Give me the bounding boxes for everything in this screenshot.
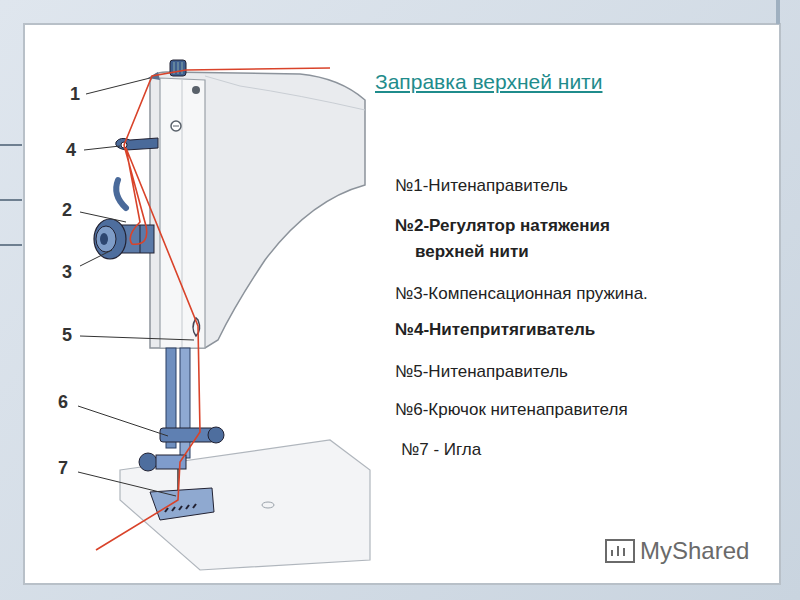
callout-number: 4 [66, 140, 76, 161]
callout-number: 7 [58, 458, 68, 479]
callout-number: 5 [62, 325, 72, 346]
part-name: №5-Нитенаправитель [395, 362, 568, 382]
part-name: №4-Нитепритягиватель [395, 320, 595, 340]
part-name: №7 - Игла [401, 440, 481, 460]
callout-number: 1 [70, 84, 80, 105]
callout-number: 3 [62, 262, 72, 283]
part-name: №2-Регулятор натяжения верхней нити [395, 213, 677, 265]
part-name: №6-Крючок нитенаправителя [395, 400, 628, 420]
part-name: №1-Нитенаправитель [395, 176, 568, 196]
slide-title: Заправка верхней нити [375, 70, 602, 94]
callout-number: 2 [62, 200, 72, 221]
watermark: MyShared [640, 537, 749, 565]
callout-number: 6 [58, 392, 68, 413]
part-name: №3-Компенсационная пружина. [395, 284, 648, 304]
